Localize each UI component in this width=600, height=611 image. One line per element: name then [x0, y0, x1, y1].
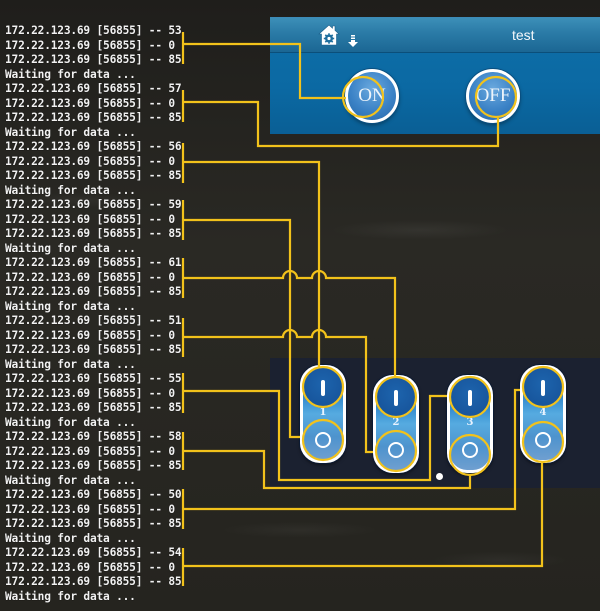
- app-header: test: [270, 18, 600, 53]
- terminal-line: 172.22.123.69 [56855] -- 85: [5, 401, 182, 414]
- terminal-line: 172.22.123.69 [56855] -- 0: [5, 444, 175, 458]
- terminal-line: Waiting for data ...: [5, 473, 136, 487]
- rocker-switch-1: 1: [300, 365, 346, 463]
- terminal-line: 172.22.123.69 [56855] -- 0: [5, 502, 175, 516]
- terminal-line: 172.22.123.69 [56855] -- 0: [5, 38, 175, 52]
- switch-4-on-button[interactable]: [523, 368, 563, 408]
- terminal-line: 172.22.123.69 [56855] -- 0: [5, 212, 175, 226]
- on-button[interactable]: ON: [345, 69, 399, 123]
- wire-switch-1-on: [183, 160, 321, 367]
- terminal-line: Waiting for data ...: [5, 241, 136, 255]
- power-on-icon: [394, 390, 398, 406]
- terminal-line: 172.22.123.69 [56855] -- 0: [5, 386, 175, 400]
- switch-1-on-button[interactable]: [303, 368, 343, 408]
- terminal-line: 172.22.123.69 [56855] -- 85: [5, 285, 182, 298]
- terminal-line: 172.22.123.69 [56855] -- 58: [5, 430, 182, 443]
- terminal-line: 172.22.123.69 [56855] -- 85: [5, 169, 182, 182]
- terminal-line: 172.22.123.69 [56855] -- 0: [5, 154, 175, 168]
- terminal-line: Waiting for data ...: [5, 125, 136, 139]
- terminal-line: Waiting for data ...: [5, 357, 136, 371]
- status-dot: [436, 473, 443, 480]
- terminal-line: 172.22.123.69 [56855] -- 85: [5, 459, 182, 472]
- terminal-line: 172.22.123.69 [56855] -- 53: [5, 24, 182, 37]
- terminal-line: 172.22.123.69 [56855] -- 85: [5, 343, 182, 356]
- terminal-line: 172.22.123.69 [56855] -- 50: [5, 488, 182, 501]
- switch-4-label: 4: [539, 407, 547, 418]
- terminal-line: 172.22.123.69 [56855] -- 54: [5, 546, 182, 559]
- terminal-line: 172.22.123.69 [56855] -- 59: [5, 198, 182, 211]
- power-off-icon: [388, 442, 404, 458]
- power-off-icon: [535, 432, 551, 448]
- switch-1-off-button[interactable]: [303, 420, 343, 460]
- terminal-line: Waiting for data ...: [5, 183, 136, 197]
- terminal-line: 172.22.123.69 [56855] -- 0: [5, 560, 175, 574]
- terminal-line: 172.22.123.69 [56855] -- 85: [5, 227, 182, 240]
- rocker-switch-4: 4: [520, 365, 566, 463]
- remote-control-panel: test ON OFF: [270, 17, 600, 134]
- home-gear-icon[interactable]: [317, 23, 341, 47]
- terminal-line: Waiting for data ...: [5, 589, 136, 603]
- terminal-line: 172.22.123.69 [56855] -- 57: [5, 82, 182, 95]
- switch-3-label: 3: [466, 417, 474, 428]
- terminal-line: 172.22.123.69 [56855] -- 85: [5, 575, 182, 588]
- switch-3-off-button[interactable]: [450, 430, 490, 470]
- terminal-line: 172.22.123.69 [56855] -- 85: [5, 111, 182, 124]
- terminal-line: Waiting for data ...: [5, 299, 136, 313]
- switch-1-label: 1: [319, 407, 327, 418]
- off-button[interactable]: OFF: [466, 69, 520, 123]
- rocker-switch-3: 3: [447, 375, 493, 473]
- terminal-line: 172.22.123.69 [56855] -- 85: [5, 517, 182, 530]
- power-on-icon: [541, 380, 545, 396]
- rocker-switch-2: 2: [373, 375, 419, 473]
- terminal-line: 172.22.123.69 [56855] -- 61: [5, 256, 182, 269]
- terminal-line: 172.22.123.69 [56855] -- 0: [5, 328, 175, 342]
- terminal-line: 172.22.123.69 [56855] -- 56: [5, 140, 182, 153]
- terminal-line: 172.22.123.69 [56855] -- 85: [5, 53, 182, 66]
- power-off-icon: [315, 432, 331, 448]
- arrow-down-icon[interactable]: [348, 35, 358, 47]
- app-title: test: [512, 27, 535, 43]
- power-on-icon: [468, 390, 472, 406]
- switch-2-off-button[interactable]: [376, 430, 416, 470]
- terminal-line: 172.22.123.69 [56855] -- 55: [5, 372, 182, 385]
- power-on-icon: [321, 380, 325, 396]
- terminal-line: 172.22.123.69 [56855] -- 51: [5, 314, 182, 327]
- terminal-line: 172.22.123.69 [56855] -- 0: [5, 270, 175, 284]
- switch-2-on-button[interactable]: [376, 378, 416, 418]
- terminal-line: Waiting for data ...: [5, 531, 136, 545]
- terminal-line: Waiting for data ...: [5, 415, 136, 429]
- switch-4-off-button[interactable]: [523, 420, 563, 460]
- terminal-line: Waiting for data ...: [5, 67, 136, 81]
- power-off-icon: [462, 442, 478, 458]
- switch-2-label: 2: [392, 417, 400, 428]
- switch-3-on-button[interactable]: [450, 378, 490, 418]
- terminal-line: 172.22.123.69 [56855] -- 0: [5, 96, 175, 110]
